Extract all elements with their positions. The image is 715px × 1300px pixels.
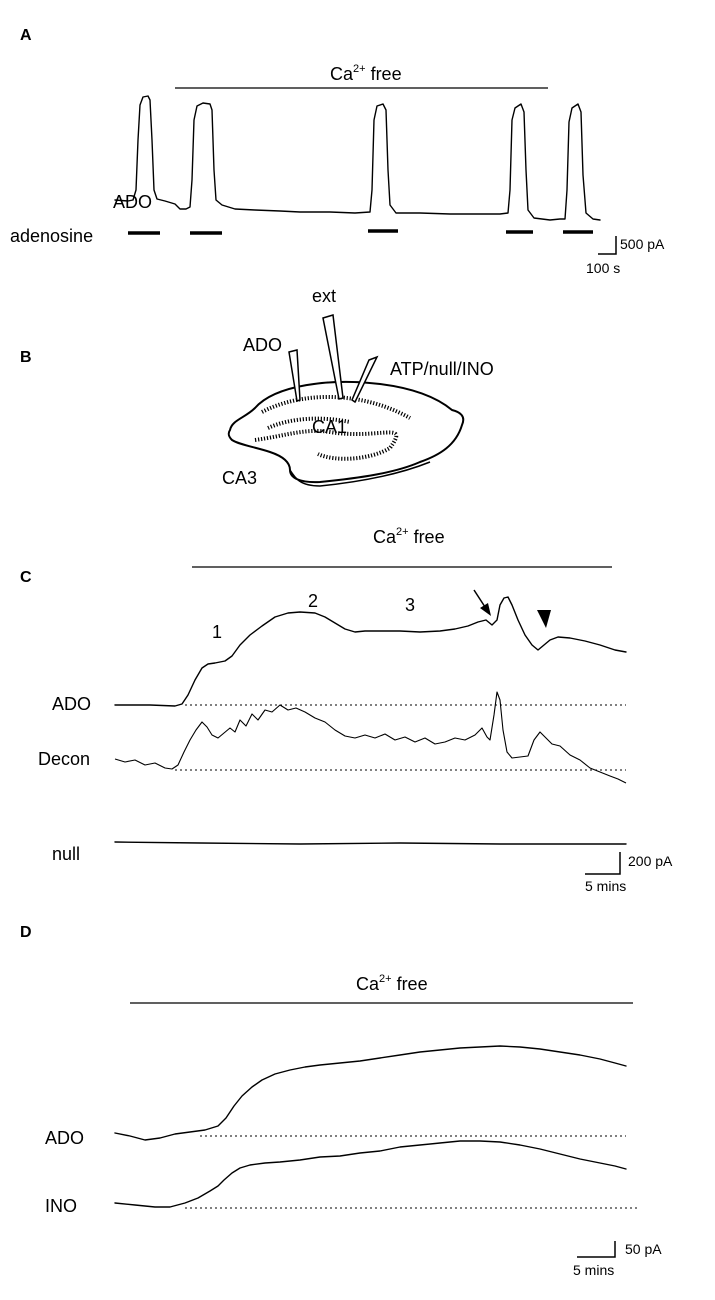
panel-c-scale-time: 5 mins [585,878,626,894]
panel-c-null-trace [114,841,627,845]
panel-b-ado-pipette [288,349,301,402]
panel-a-ca-free-label: Ca2+ free [330,63,402,84]
panel-b-ca3-label: CA3 [222,468,257,488]
panel-c-phase-2-label: 2 [308,591,318,611]
panel-b-hippocampal-slice [227,380,465,484]
panel-d: D Ca2+ free ADO INO 50 pA 5 mins [20,924,662,1278]
panel-b-slice-edge [289,461,431,487]
panel-b-ca3-layer [254,428,399,461]
panel-d-ca-sup: 2+ [379,973,392,985]
panel-c-ca-suffix: free [409,527,445,547]
panel-a-scale-bar [598,236,617,255]
panel-c-decon-label: Decon [38,749,90,769]
panel-a: A Ca2+ free ADO adenosine 500 pA 100 s [10,27,665,276]
panel-a-scale-time: 100 s [586,260,620,276]
panel-a-ca-sup: 2+ [353,63,366,75]
panel-c-ca-free-label: Ca2+ free [373,526,445,547]
panel-c-decon-trace [114,691,627,784]
panel-c-arrowhead-icon [537,610,551,628]
panel-a-ca-text: Ca [330,64,354,84]
panel-c-null-label: null [52,844,80,864]
panel-d-letter: D [20,924,32,941]
panel-b-atp-pipette [351,355,379,404]
panel-d-ino-trace [114,1140,627,1208]
panel-c-phase-3-label: 3 [405,595,415,615]
panel-d-scale-time: 5 mins [573,1262,614,1278]
panel-d-ca-text: Ca [356,974,380,994]
panel-d-ado-label: ADO [45,1128,84,1148]
panel-c-scale-bar [585,852,621,875]
panel-d-scale-current: 50 pA [625,1241,662,1257]
panel-b-atp-null-ino-label: ATP/null/INO [390,359,494,379]
panel-c-ado-label: ADO [52,694,91,714]
panel-c-ca-sup: 2+ [396,526,409,538]
panel-b-letter: B [20,349,32,366]
panel-c-ado-trace [114,596,627,707]
panel-a-ado-trace [114,95,601,221]
panel-b-ext-label: ext [312,286,336,306]
panel-c-arrow-icon [473,589,491,616]
panel-b-ca1-label: CA1 [312,417,347,437]
panel-a-ca-suffix: free [366,64,402,84]
panel-a-adenosine-label: adenosine [10,226,93,246]
panel-c-phase-1-label: 1 [212,622,222,642]
panel-b-ext-pipette [322,314,344,400]
panel-c: C Ca2+ free 1 2 3 ADO Decon null 200 pA … [20,526,673,894]
panel-d-ca-suffix: free [392,974,428,994]
panel-b-ado-label: ADO [243,335,282,355]
panel-d-ado-trace [114,1045,627,1141]
panel-b: B ext ADO ATP/null/INO CA1 CA3 [20,286,494,488]
panel-d-ca-free-label: Ca2+ free [356,973,428,994]
panel-b-ca1-layer [261,394,411,420]
panel-c-scale-current: 200 pA [628,853,673,869]
panel-a-letter: A [20,27,32,44]
panel-c-letter: C [20,569,32,586]
panel-a-ado-label: ADO [113,192,152,212]
panel-a-scale-current: 500 pA [620,236,665,252]
panel-c-ca-text: Ca [373,527,397,547]
panel-b-dentate-layer [267,416,351,430]
panel-d-ino-label: INO [45,1196,77,1216]
panel-d-scale-bar [577,1241,616,1258]
